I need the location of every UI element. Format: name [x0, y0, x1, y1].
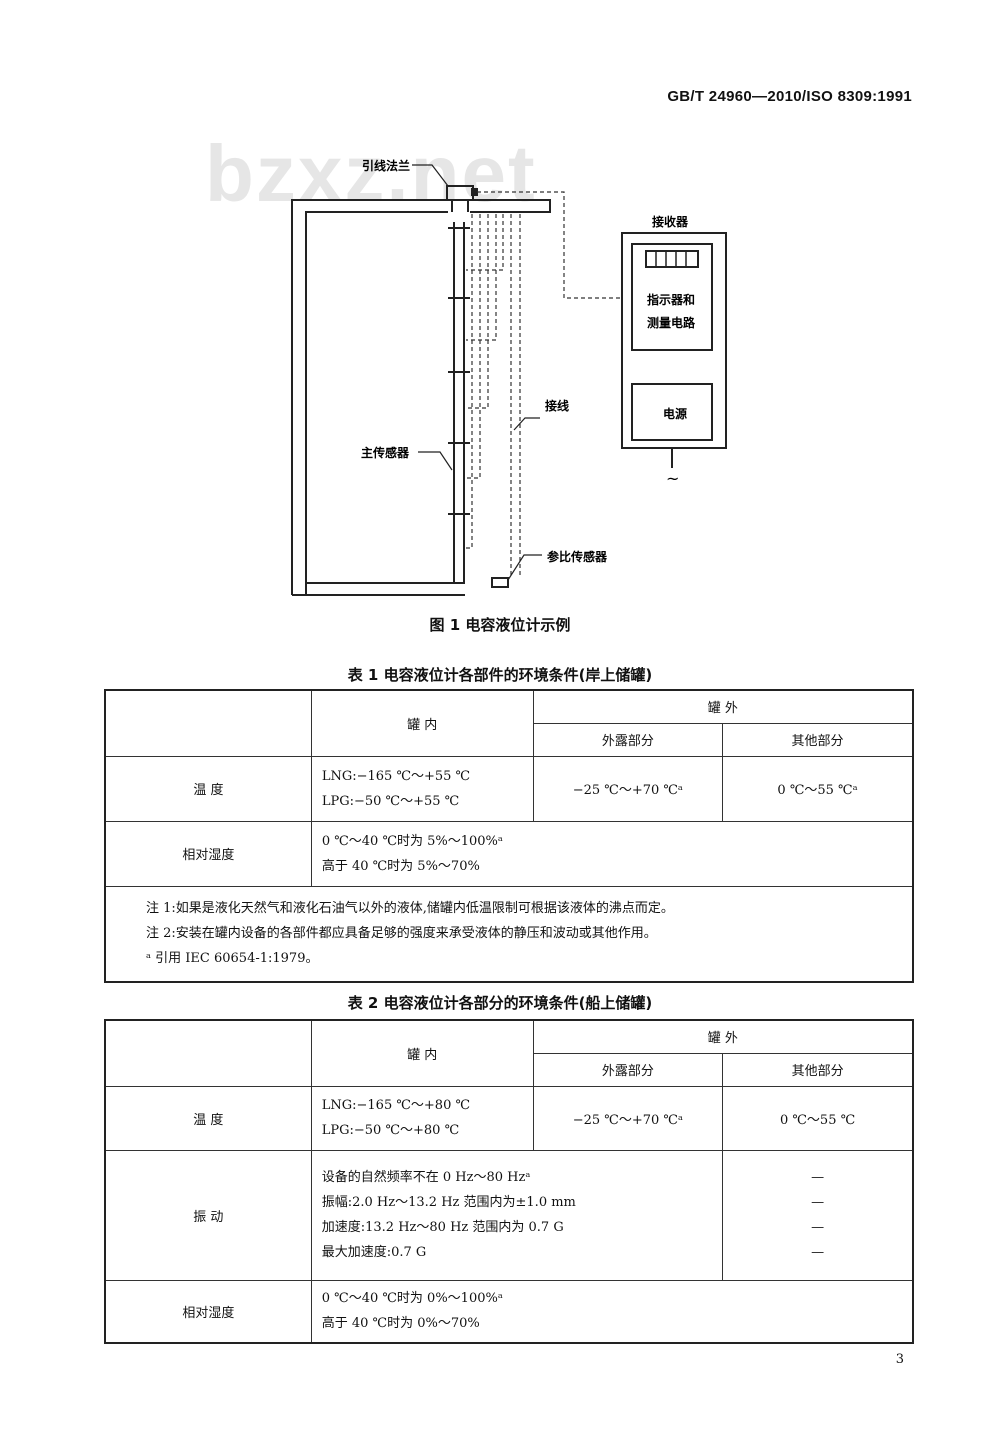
table2-row-temperature: 温 度 LNG:−165 ℃～+80 ℃ LPG:−50 ℃～+80 ℃ −25… — [104, 1085, 914, 1151]
table2-humidity-label: 相对湿度 — [104, 1279, 312, 1344]
table1-temperature-inside: LNG:−165 ℃～+55 ℃ LPG:−50 ℃～+55 ℃ — [310, 755, 534, 822]
table2-vibration-other-2: — — [811, 1195, 825, 1210]
table2-vibration-line1: 设备的自然频率不在 0 Hz～80 Hzᵃ — [321, 1170, 531, 1185]
tank-outline — [291, 199, 551, 596]
table2-row-vibration: 振 动 设备的自然频率不在 0 Hz～80 Hzᵃ 振幅:2.0 Hz～13.2… — [104, 1149, 914, 1281]
watermark: bzxz.net — [205, 129, 537, 218]
table1-humidity-line1: 0 ℃～40 ℃时为 5%～100%ᵃ — [321, 833, 503, 849]
main-sensor-label: 主传感器 — [361, 445, 410, 460]
indicator-label-line2: 测量电路 — [647, 315, 696, 330]
table1-title: 表 1 电容液位计各部件的环境条件(岸上储罐) — [347, 666, 653, 684]
table1-header-outside: 罐 外 — [532, 689, 914, 724]
table1-temp-inside-lpg: LPG:−50 ℃～+55 ℃ — [321, 793, 460, 809]
table2-vibration-values: 设备的自然频率不在 0 Hz～80 Hzᵃ 振幅:2.0 Hz～13.2 Hz … — [310, 1149, 724, 1281]
table1-corner — [104, 689, 312, 757]
table1-humidity-line2: 高于 40 ℃时为 5%～70% — [321, 858, 480, 874]
table1-header-inside: 罐 内 — [310, 689, 534, 757]
figure-caption: 图 1 电容液位计示例 — [429, 616, 571, 634]
wiring-label: 接线 — [545, 398, 569, 413]
table2-vibration-line4: 最大加速度:0.7 G — [321, 1245, 427, 1260]
table2-row-humidity: 相对湿度 0 ℃～40 ℃时为 0%～100%ᵃ 高于 40 ℃时为 0%～70… — [104, 1279, 914, 1344]
lead-flange — [446, 185, 478, 212]
table2-humidity-values: 0 ℃～40 ℃时为 0%～100%ᵃ 高于 40 ℃时为 0%～70% — [310, 1279, 914, 1344]
table1-notes-row: 注 1:如果是液化天然气和液化石油气以外的液体,储罐内低温限制可根据该液体的沸点… — [104, 885, 914, 983]
main-sensor — [448, 222, 470, 583]
reference-sensor-label: 参比传感器 — [547, 549, 608, 564]
page-number: 3 — [895, 1352, 904, 1367]
table2-vibration-other: — — — — — [722, 1149, 914, 1281]
table1-temperature-label: 温 度 — [104, 755, 312, 822]
power-label: 电源 — [663, 406, 687, 421]
table1: 罐 内 罐 外 外露部分 其他部分 温 度 LNG:−165 ℃～+55 ℃ L… — [104, 689, 914, 983]
table1-row-humidity: 相对湿度 0 ℃～40 ℃时为 5%～100%ᵃ 高于 40 ℃时为 5%～70… — [104, 820, 914, 887]
table2-temp-inside-lng: LNG:−165 ℃～+80 ℃ — [321, 1098, 471, 1113]
table2-temp-inside-lpg: LPG:−50 ℃～+80 ℃ — [321, 1123, 460, 1138]
table2: 罐 内 罐 外 外露部分 其他部分 温 度 LNG:−165 ℃～+80 ℃ L… — [104, 1019, 914, 1344]
table2-vibration-line3: 加速度:13.2 Hz～80 Hz 范围内为 0.7 G — [321, 1220, 564, 1235]
indicator-label-line1: 指示器和 — [647, 292, 695, 307]
table1-notes: 注 1:如果是液化天然气和液化石油气以外的液体,储罐内低温限制可根据该液体的沸点… — [104, 885, 914, 983]
standard-number: GB/T 24960—2010/ISO 8309:1991 — [667, 88, 912, 105]
table2-humidity-line2: 高于 40 ℃时为 0%～70% — [321, 1316, 480, 1332]
table1-note-2: 注 2:安装在罐内设备的各部件都应具备足够的强度来承受液体的静压和波动或其他作用… — [146, 926, 657, 942]
table1-humidity-values: 0 ℃～40 ℃时为 5%～100%ᵃ 高于 40 ℃时为 5%～70% — [310, 820, 914, 887]
table1-header-exposed: 外露部分 — [532, 722, 724, 757]
table2-temperature-other: 0 ℃～55 ℃ — [722, 1085, 914, 1151]
table2-vibration-other-3: — — [811, 1220, 825, 1235]
table2-humidity-line1: 0 ℃～40 ℃时为 0%～100%ᵃ — [321, 1291, 503, 1307]
receiver-box — [621, 232, 727, 468]
receiver-label: 接收器 — [652, 214, 689, 229]
table2-vibration-label: 振 动 — [104, 1149, 312, 1281]
flange-label: 引线法兰 — [362, 158, 410, 173]
table2-header-outside: 罐 外 — [532, 1019, 914, 1054]
table2-vibration-other-1: — — [811, 1170, 825, 1185]
table1-row-temperature: 温 度 LNG:−165 ℃～+55 ℃ LPG:−50 ℃～+55 ℃ −25… — [104, 755, 914, 822]
table2-temperature-label: 温 度 — [104, 1085, 312, 1151]
table1-note-1: 注 1:如果是液化天然气和液化石油气以外的液体,储罐内低温限制可根据该液体的沸点… — [146, 901, 674, 917]
table2-header-exposed: 外露部分 — [532, 1052, 724, 1087]
table1-humidity-label: 相对湿度 — [104, 820, 312, 887]
table2-corner — [104, 1019, 312, 1087]
table1-temperature-exposed: −25 ℃～+70 ℃ᵃ — [532, 755, 724, 822]
table2-temperature-inside: LNG:−165 ℃～+80 ℃ LPG:−50 ℃～+80 ℃ — [310, 1085, 534, 1151]
table2-header-other: 其他部分 — [722, 1052, 914, 1087]
table2-vibration-line2: 振幅:2.0 Hz～13.2 Hz 范围内为±1.0 mm — [321, 1195, 576, 1210]
table2-vibration-other-4: — — [811, 1245, 825, 1260]
table2-header-inside: 罐 内 — [310, 1019, 534, 1087]
capacitance-level-gauge-diagram: 引线法兰 接收器 指示器和 测量电路 电源 接线 主传感器 参比传感器 ~ — [291, 158, 727, 596]
table1-header-other: 其他部分 — [722, 722, 914, 757]
table2-title: 表 2 电容液位计各部分的环境条件(船上储罐) — [347, 994, 653, 1012]
reference-sensor — [491, 577, 509, 588]
wiring-lines — [466, 191, 622, 578]
table2-temperature-exposed: −25 ℃～+70 ℃ᵃ — [532, 1085, 724, 1151]
table1-temp-inside-lng: LNG:−165 ℃～+55 ℃ — [321, 768, 471, 784]
table1-temperature-other: 0 ℃～55 ℃ᵃ — [722, 755, 914, 822]
table1-footnote-a: ᵃ 引用 IEC 60654-1:1979。 — [146, 951, 319, 967]
ac-symbol: ~ — [666, 469, 679, 488]
